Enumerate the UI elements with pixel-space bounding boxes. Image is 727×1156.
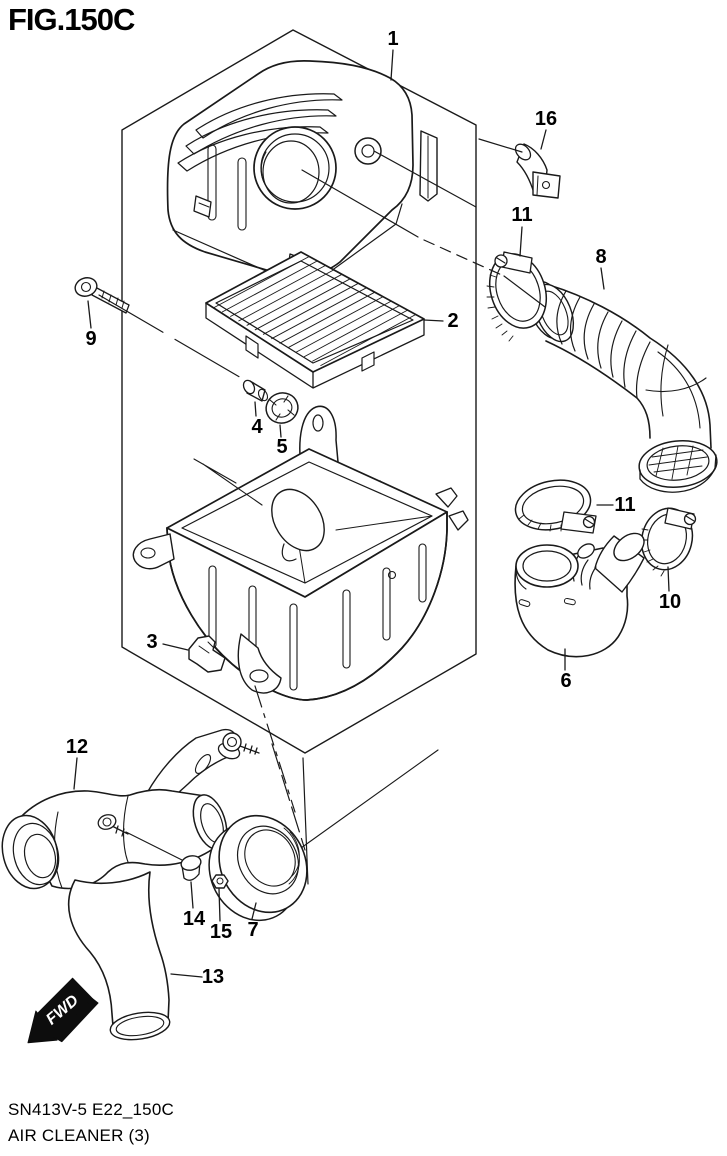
grommet-14-drawing xyxy=(180,855,202,881)
figure-title: FIG.150C xyxy=(8,2,135,37)
callout-12: 12 xyxy=(65,736,89,758)
callout-2: 2 xyxy=(447,310,459,332)
filter-element-drawing xyxy=(205,251,425,389)
nut-15-drawing xyxy=(211,874,229,889)
callout-14: 14 xyxy=(182,908,206,930)
callout-8: 8 xyxy=(595,246,607,268)
footer-caption: AIR CLEANER (3) xyxy=(8,1126,150,1145)
air-cleaner-case-drawing xyxy=(132,405,469,701)
border-box xyxy=(121,29,477,754)
callout-6: 6 xyxy=(560,670,572,692)
air-cleaner-cap-drawing xyxy=(166,60,438,287)
hose-clamp-11-lower-drawing xyxy=(514,479,597,534)
callout-4: 4 xyxy=(251,416,263,438)
hose-clamp-11-upper-drawing xyxy=(486,251,547,342)
callout-9: 9 xyxy=(85,328,97,350)
callout-16: 16 xyxy=(534,108,558,130)
callout-5: 5 xyxy=(276,436,288,458)
callout-leader-lines xyxy=(73,49,670,978)
fitting-16-drawing xyxy=(514,143,561,199)
callout-15: 15 xyxy=(209,921,233,943)
air-hose-13-drawing xyxy=(67,871,171,1041)
grommet-5-drawing xyxy=(265,392,299,424)
spacer-4-drawing xyxy=(242,379,269,402)
footer-model-code: SN413V-5 E22_150C xyxy=(8,1100,174,1119)
seal-7-drawing xyxy=(208,814,308,922)
fwd-marker: FWD xyxy=(27,977,99,1044)
clip-3-drawing xyxy=(188,635,226,673)
hose-clamp-10-drawing xyxy=(640,507,697,577)
callout-7: 7 xyxy=(247,919,259,941)
callout-3: 3 xyxy=(146,631,158,653)
intake-hose-8-drawing xyxy=(527,280,718,493)
callout-1: 1 xyxy=(387,28,399,50)
callout-10: 10 xyxy=(658,591,682,613)
callout-11-upper: 11 xyxy=(511,204,533,226)
air-duct-6-drawing xyxy=(514,532,645,658)
intake-duct-12-assembly-drawing xyxy=(1,728,260,890)
callout-13: 13 xyxy=(201,966,225,988)
callout-11-lower: 11 xyxy=(614,494,636,516)
